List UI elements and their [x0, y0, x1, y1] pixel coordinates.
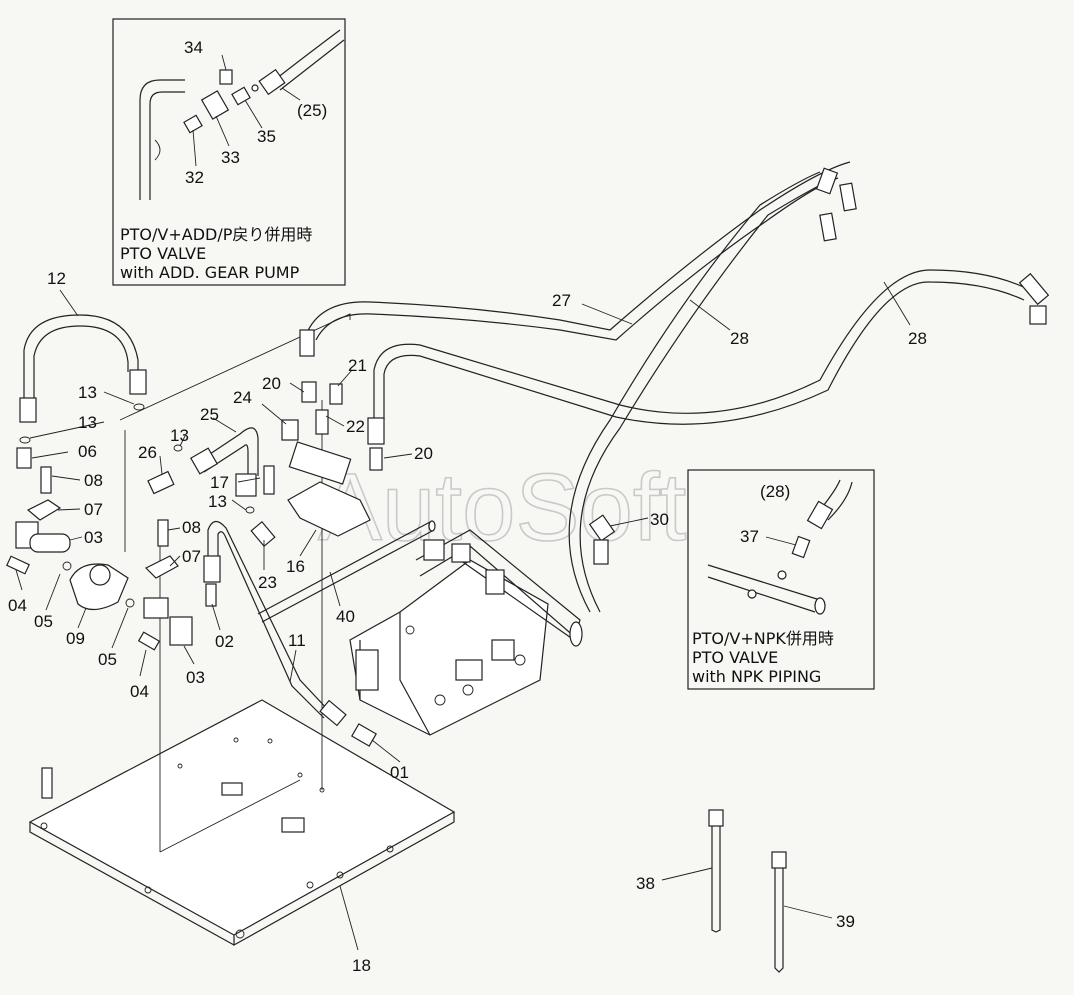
pipe-40: [257, 520, 436, 623]
hose-12: [19, 314, 147, 423]
label-21: 21: [348, 356, 367, 375]
inset-top-label-25: (25): [297, 101, 327, 120]
label-05a: 05: [34, 612, 53, 631]
label-17: 17: [210, 473, 229, 492]
inset-right-caption-line2: PTO VALVE: [692, 648, 778, 667]
label-13d: 13: [208, 492, 227, 511]
leader-lines: [15, 281, 911, 951]
label-11: 11: [288, 631, 306, 650]
label-08b: 08: [182, 518, 201, 537]
label-23: 23: [258, 573, 277, 592]
label-40: 40: [336, 607, 355, 626]
label-25: 25: [200, 405, 219, 424]
base-plate: [28, 699, 456, 947]
label-18: 18: [352, 956, 371, 975]
inset-right-caption-line3: with NPK PIPING: [692, 667, 821, 686]
label-03a: 03: [84, 528, 103, 547]
label-01: 01: [390, 763, 409, 782]
inset-top-caption-line1: PTO/V+ADD/P戻り併用時: [120, 225, 312, 244]
label-20a: 20: [262, 374, 281, 393]
label-09: 09: [66, 629, 85, 648]
label-28b: 28: [908, 329, 927, 348]
inset-top-label-34: 34: [184, 38, 203, 57]
label-03b: 03: [186, 668, 205, 687]
inset-right-label-28: (28): [760, 482, 790, 501]
label-04b: 04: [130, 682, 149, 701]
hoses-27-28: [299, 161, 1050, 613]
inset-right-label-37: 37: [740, 527, 759, 546]
label-02: 02: [215, 632, 234, 651]
label-13a: 13: [78, 383, 97, 402]
label-06: 06: [78, 442, 97, 461]
inset-top-caption-line3: with ADD. GEAR PUMP: [120, 263, 300, 282]
label-22: 22: [346, 417, 365, 436]
label-27: 27: [552, 291, 571, 310]
label-28a: 28: [730, 329, 749, 348]
label-26: 26: [138, 443, 157, 462]
inset-top-caption-line2: PTO VALVE: [120, 244, 206, 263]
pto-valve-block: [190, 381, 383, 548]
inset-add-gear-pump: 34 (25) 35 33 32 PTO/V+ADD/P戻り併用時 PTO VA…: [112, 18, 346, 286]
label-13c: 13: [170, 426, 189, 445]
label-05b: 05: [98, 650, 117, 669]
control-valve: [349, 529, 583, 736]
label-38: 38: [636, 874, 655, 893]
label-07a: 07: [84, 500, 103, 519]
label-07b: 07: [182, 547, 201, 566]
label-20b: 20: [414, 444, 433, 463]
label-39: 39: [836, 912, 855, 931]
inset-right-caption-line1: PTO/V+NPK併用時: [692, 629, 834, 648]
watermark-text: AutoSoft: [318, 454, 686, 561]
part-labels: 12 13 13 06 08 07 03 04 05 09 05 04 03 0…: [8, 269, 927, 975]
hose-11: [203, 520, 377, 747]
label-24: 24: [233, 388, 252, 407]
inset-npk-piping: (28) 37 PTO/V+NPK併用時 PTO VALVE with NPK …: [687, 469, 875, 690]
label-13b: 13: [78, 413, 97, 432]
label-16: 16: [286, 557, 305, 576]
left-fittings: [6, 403, 217, 651]
label-12: 12: [47, 269, 66, 288]
label-30: 30: [650, 510, 669, 529]
inset-top-label-32: 32: [185, 168, 204, 187]
label-04a: 04: [8, 596, 27, 615]
cable-ties: [708, 809, 787, 973]
inset-top-label-33: 33: [221, 148, 240, 167]
inset-top-label-35: 35: [257, 127, 276, 146]
label-08a: 08: [84, 471, 103, 490]
